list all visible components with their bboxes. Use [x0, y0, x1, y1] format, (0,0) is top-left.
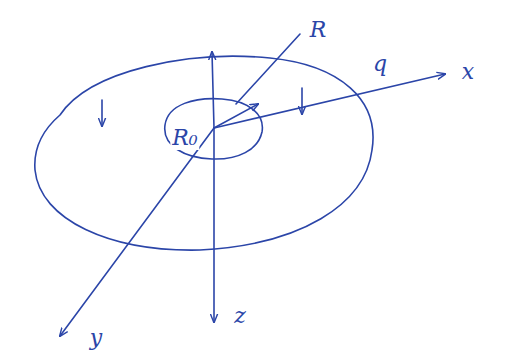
y-axis: [60, 128, 214, 336]
outer-edge: [35, 56, 373, 250]
axis-label: y: [88, 326, 104, 350]
axis-label: z: [232, 304, 248, 328]
axis-label: x: [460, 60, 476, 84]
load-arrow: [301, 88, 303, 114]
z-axis: [213, 128, 215, 322]
load-label: q: [371, 52, 389, 76]
dimension-label: R: [308, 18, 329, 42]
load-arrow: [101, 100, 103, 126]
leader-line: [236, 34, 300, 104]
x-axis: [214, 74, 445, 128]
radius-arrow: [214, 104, 258, 128]
dimension-label: R₀: [170, 126, 199, 150]
normal-arrow: [212, 52, 214, 128]
